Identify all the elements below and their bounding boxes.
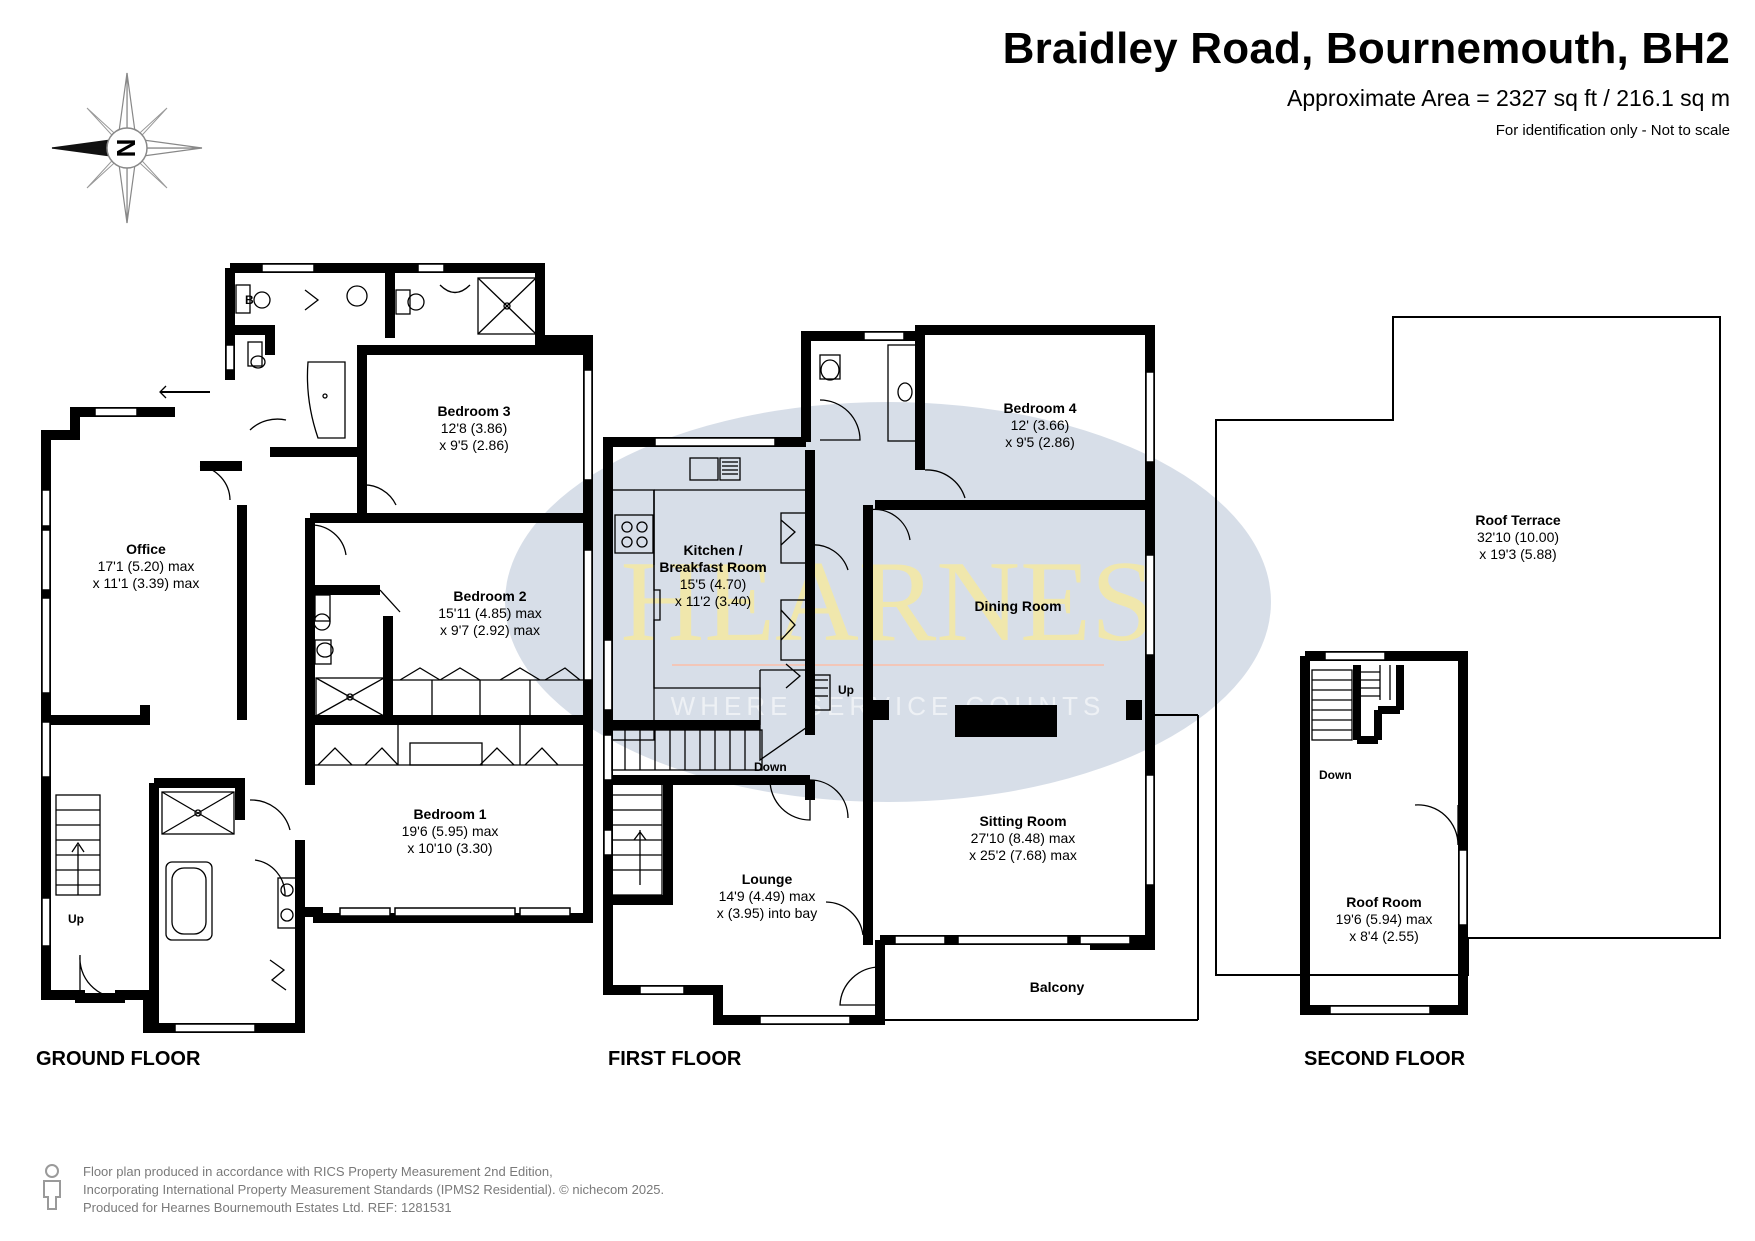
room-dimension: x 11'2 (3.40) (674, 593, 752, 609)
first-floor-fixtures (611, 344, 1199, 1021)
room-name: Bedroom 3 (437, 403, 511, 419)
room-name: Kitchen / (683, 542, 743, 558)
room-dining: Dining Room (974, 598, 1061, 615)
room-dimension: 15'11 (4.85) max (438, 605, 542, 621)
ground-floor-fixtures (55, 277, 588, 999)
room-name: Bedroom 1 (413, 806, 487, 822)
page-title: Braidley Road, Bournemouth, BH2 (1002, 24, 1730, 73)
room-bedroom-4: Bedroom 4 12' (3.66) x 9'5 (2.86) (1003, 400, 1076, 451)
compass-icon: N (51, 72, 203, 224)
first-floor-pillar (1126, 700, 1142, 720)
ground-floor-windows (41, 263, 593, 1033)
first-floor-label: FIRST FLOOR (608, 1048, 742, 1070)
room-name: Lounge (741, 871, 793, 887)
room-name: Dining Room (974, 598, 1062, 614)
room-bedroom-2: Bedroom 2 15'11 (4.85) max x 9'7 (2.92) … (438, 588, 542, 639)
room-dimension: 19'6 (5.95) max (401, 823, 499, 839)
room-roof-terrace: Roof Terrace 32'10 (10.00) x 19'3 (5.88) (1475, 512, 1560, 563)
watermark-brand: HEARNES (621, 538, 1156, 666)
second-floor-label: SECOND FLOOR (1304, 1048, 1466, 1070)
room-dimension: 12'8 (3.86) (440, 420, 508, 436)
room-name: Bedroom 2 (453, 588, 527, 604)
room-name: Office (126, 541, 166, 557)
second-floor-down-label: Down (1319, 768, 1352, 782)
room-dimension: 19'6 (5.94) max (1335, 911, 1433, 927)
approximate-area: Approximate Area = 2327 sq ft / 216.1 sq… (1286, 85, 1730, 111)
room-dimension: x 8'4 (2.55) (1349, 928, 1419, 944)
footer-line: Incorporating International Property Mea… (83, 1182, 665, 1197)
room-dimension: x 10'10 (3.30) (407, 840, 493, 856)
room-name: Bedroom 4 (1003, 400, 1077, 416)
room-dimension: 32'10 (10.00) (1476, 529, 1560, 545)
room-dimension: 14'9 (4.49) max (718, 888, 816, 904)
fireplace (955, 705, 1057, 737)
room-name: Breakfast Room (659, 559, 767, 575)
room-lounge: Lounge 14'9 (4.49) max x (3.95) into bay (717, 871, 817, 922)
second-floor-fixtures (1311, 665, 1459, 846)
identification-note: For identification only - Not to scale (1495, 122, 1730, 139)
footer-credits: Floor plan produced in accordance with R… (83, 1163, 664, 1217)
room-dimension: x 9'5 (2.86) (439, 437, 509, 453)
room-dimension: x 11'1 (3.39) max (92, 575, 200, 591)
stair-up-label: Up (68, 912, 84, 926)
compass-letter: N (111, 139, 141, 158)
room-balcony: Balcony (1030, 979, 1084, 996)
room-dimension: x 9'5 (2.86) (1005, 434, 1075, 450)
room-name: Sitting Room (979, 813, 1067, 829)
hearnes-watermark: HEARNES WHERE SERVICE COUNTS (505, 402, 1271, 802)
room-office: Office 17'1 (5.20) max x 11'1 (3.39) max (93, 541, 200, 592)
room-dimension: x (3.95) into bay (716, 905, 818, 921)
room-sitting: Sitting Room 27'10 (8.48) max x 25'2 (7.… (969, 813, 1077, 864)
second-floor-walls (1215, 316, 1721, 1015)
room-dimension: x 25'2 (7.68) max (969, 847, 1077, 863)
room-name: Balcony (1029, 979, 1085, 995)
room-dimension: 27'10 (8.48) max (970, 830, 1076, 846)
person-icon (43, 1164, 61, 1210)
room-dimension: 15'5 (4.70) (679, 576, 747, 592)
room-bedroom-1: Bedroom 1 19'6 (5.95) max x 10'10 (3.30) (402, 806, 499, 857)
room-dimension: x 19'3 (5.88) (1479, 546, 1557, 562)
first-floor-down-label: Down (754, 760, 787, 774)
room-dimension: x 9'7 (2.92) max (440, 622, 540, 638)
room-name: Roof Room (1346, 894, 1422, 910)
room-roof-room: Roof Room 19'6 (5.94) max x 8'4 (2.55) (1336, 894, 1433, 945)
footer-line: Produced for Hearnes Bournemouth Estates… (83, 1200, 452, 1215)
room-name: Roof Terrace (1475, 512, 1561, 528)
boiler-label: B (245, 293, 254, 307)
second-floor-windows (1324, 651, 1468, 1015)
ground-floor-label: GROUND FLOOR (36, 1048, 201, 1070)
footer-line: Floor plan produced in accordance with R… (83, 1164, 553, 1179)
room-dimension: 17'1 (5.20) max (97, 558, 195, 574)
first-floor-pillar (873, 700, 889, 720)
room-kitchen: Kitchen / Breakfast Room 15'5 (4.70) x 1… (659, 542, 766, 610)
room-dimension: 12' (3.66) (1010, 417, 1070, 433)
first-floor-up-label: Up (838, 683, 854, 697)
room-bedroom-3: Bedroom 3 12'8 (3.86) x 9'5 (2.86) (437, 403, 510, 454)
